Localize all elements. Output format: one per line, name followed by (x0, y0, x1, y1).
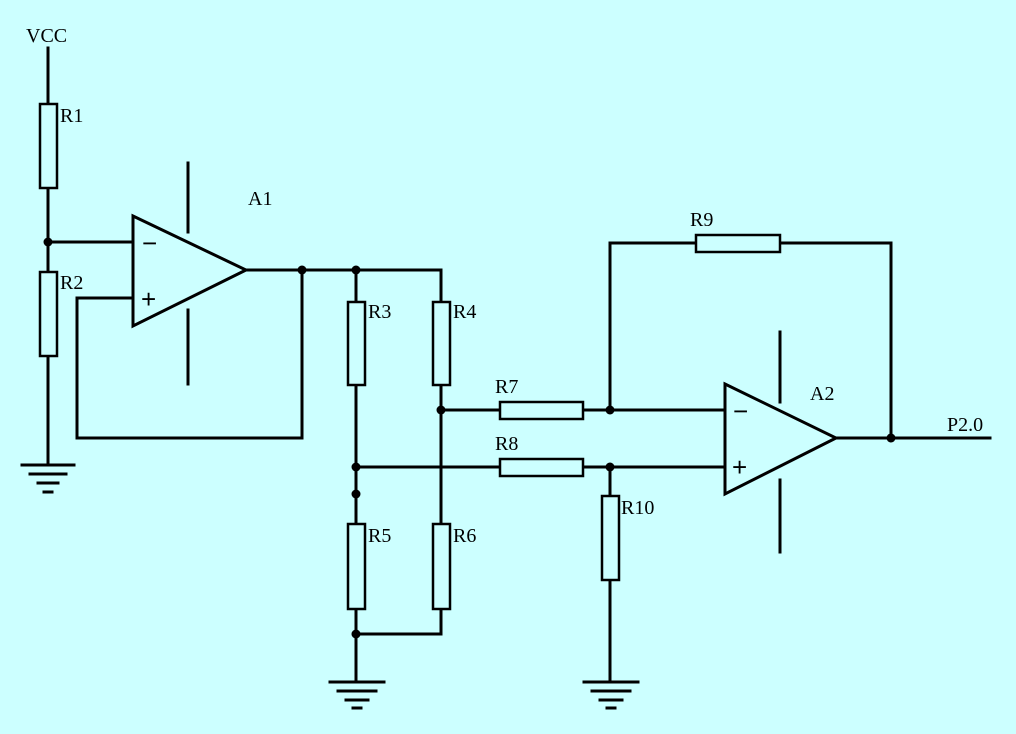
resistors (38, 102, 782, 611)
resistor-r8 (498, 457, 585, 478)
label-r1: R1 (60, 105, 83, 127)
ground-symbol-r10 (582, 680, 640, 710)
wire-r9-left (608, 241, 698, 412)
junction-dot (605, 462, 615, 472)
label-r7: R7 (495, 376, 518, 398)
junction-dot (605, 405, 615, 415)
label-r9: R9 (690, 209, 713, 231)
wire-r9-right (778, 241, 893, 440)
junction-dot (351, 462, 361, 472)
resistor-r5 (346, 522, 367, 611)
junction-dot (436, 405, 446, 415)
junctions (43, 237, 896, 639)
opamp-a1-body (131, 213, 250, 329)
label-r5: R5 (368, 525, 391, 547)
resistor-r7 (498, 400, 585, 421)
opamp-a2: − + (723, 381, 840, 497)
wire-r6-bottom (354, 607, 443, 636)
ground-symbol-bridge (328, 680, 386, 710)
ground-symbol-left (20, 463, 76, 494)
resistor-r6 (431, 522, 452, 611)
label-vcc: VCC (26, 25, 67, 47)
wires (46, 46, 992, 684)
label-a1: A1 (248, 188, 272, 210)
junction-dot (43, 237, 53, 247)
junction-dot (351, 629, 361, 639)
label-output-p2-0: P2.0 (947, 414, 983, 436)
label-r8: R8 (495, 433, 518, 455)
label-r10: R10 (621, 497, 654, 519)
label-r2: R2 (60, 272, 83, 294)
opamp-a2-minus: − (733, 396, 748, 426)
opamp-a1: − + (131, 213, 250, 329)
opamp-a2-plus: + (732, 452, 747, 482)
resistor-r10 (600, 494, 621, 582)
resistor-r4 (431, 300, 452, 387)
label-r6: R6 (453, 525, 476, 547)
resistor-r1 (38, 102, 59, 190)
label-a2: A2 (810, 383, 834, 405)
opamp-a2-body (723, 381, 840, 497)
resistor-r9 (694, 233, 782, 254)
opamp-a1-plus: + (141, 284, 156, 314)
junction-dot (886, 433, 896, 443)
junction-dot (351, 489, 361, 499)
resistor-r2 (38, 270, 59, 358)
resistor-r3 (346, 300, 367, 387)
junction-dot (297, 265, 307, 275)
junction-dot (351, 265, 361, 275)
opamp-a1-minus: − (142, 228, 157, 258)
label-r4: R4 (453, 301, 476, 323)
label-r3: R3 (368, 301, 391, 323)
wire-a1-feedback (75, 268, 304, 440)
labels: VCC A1 A2 R1 R2 R3 R4 R5 R6 R7 R8 R9 R10… (26, 25, 983, 547)
